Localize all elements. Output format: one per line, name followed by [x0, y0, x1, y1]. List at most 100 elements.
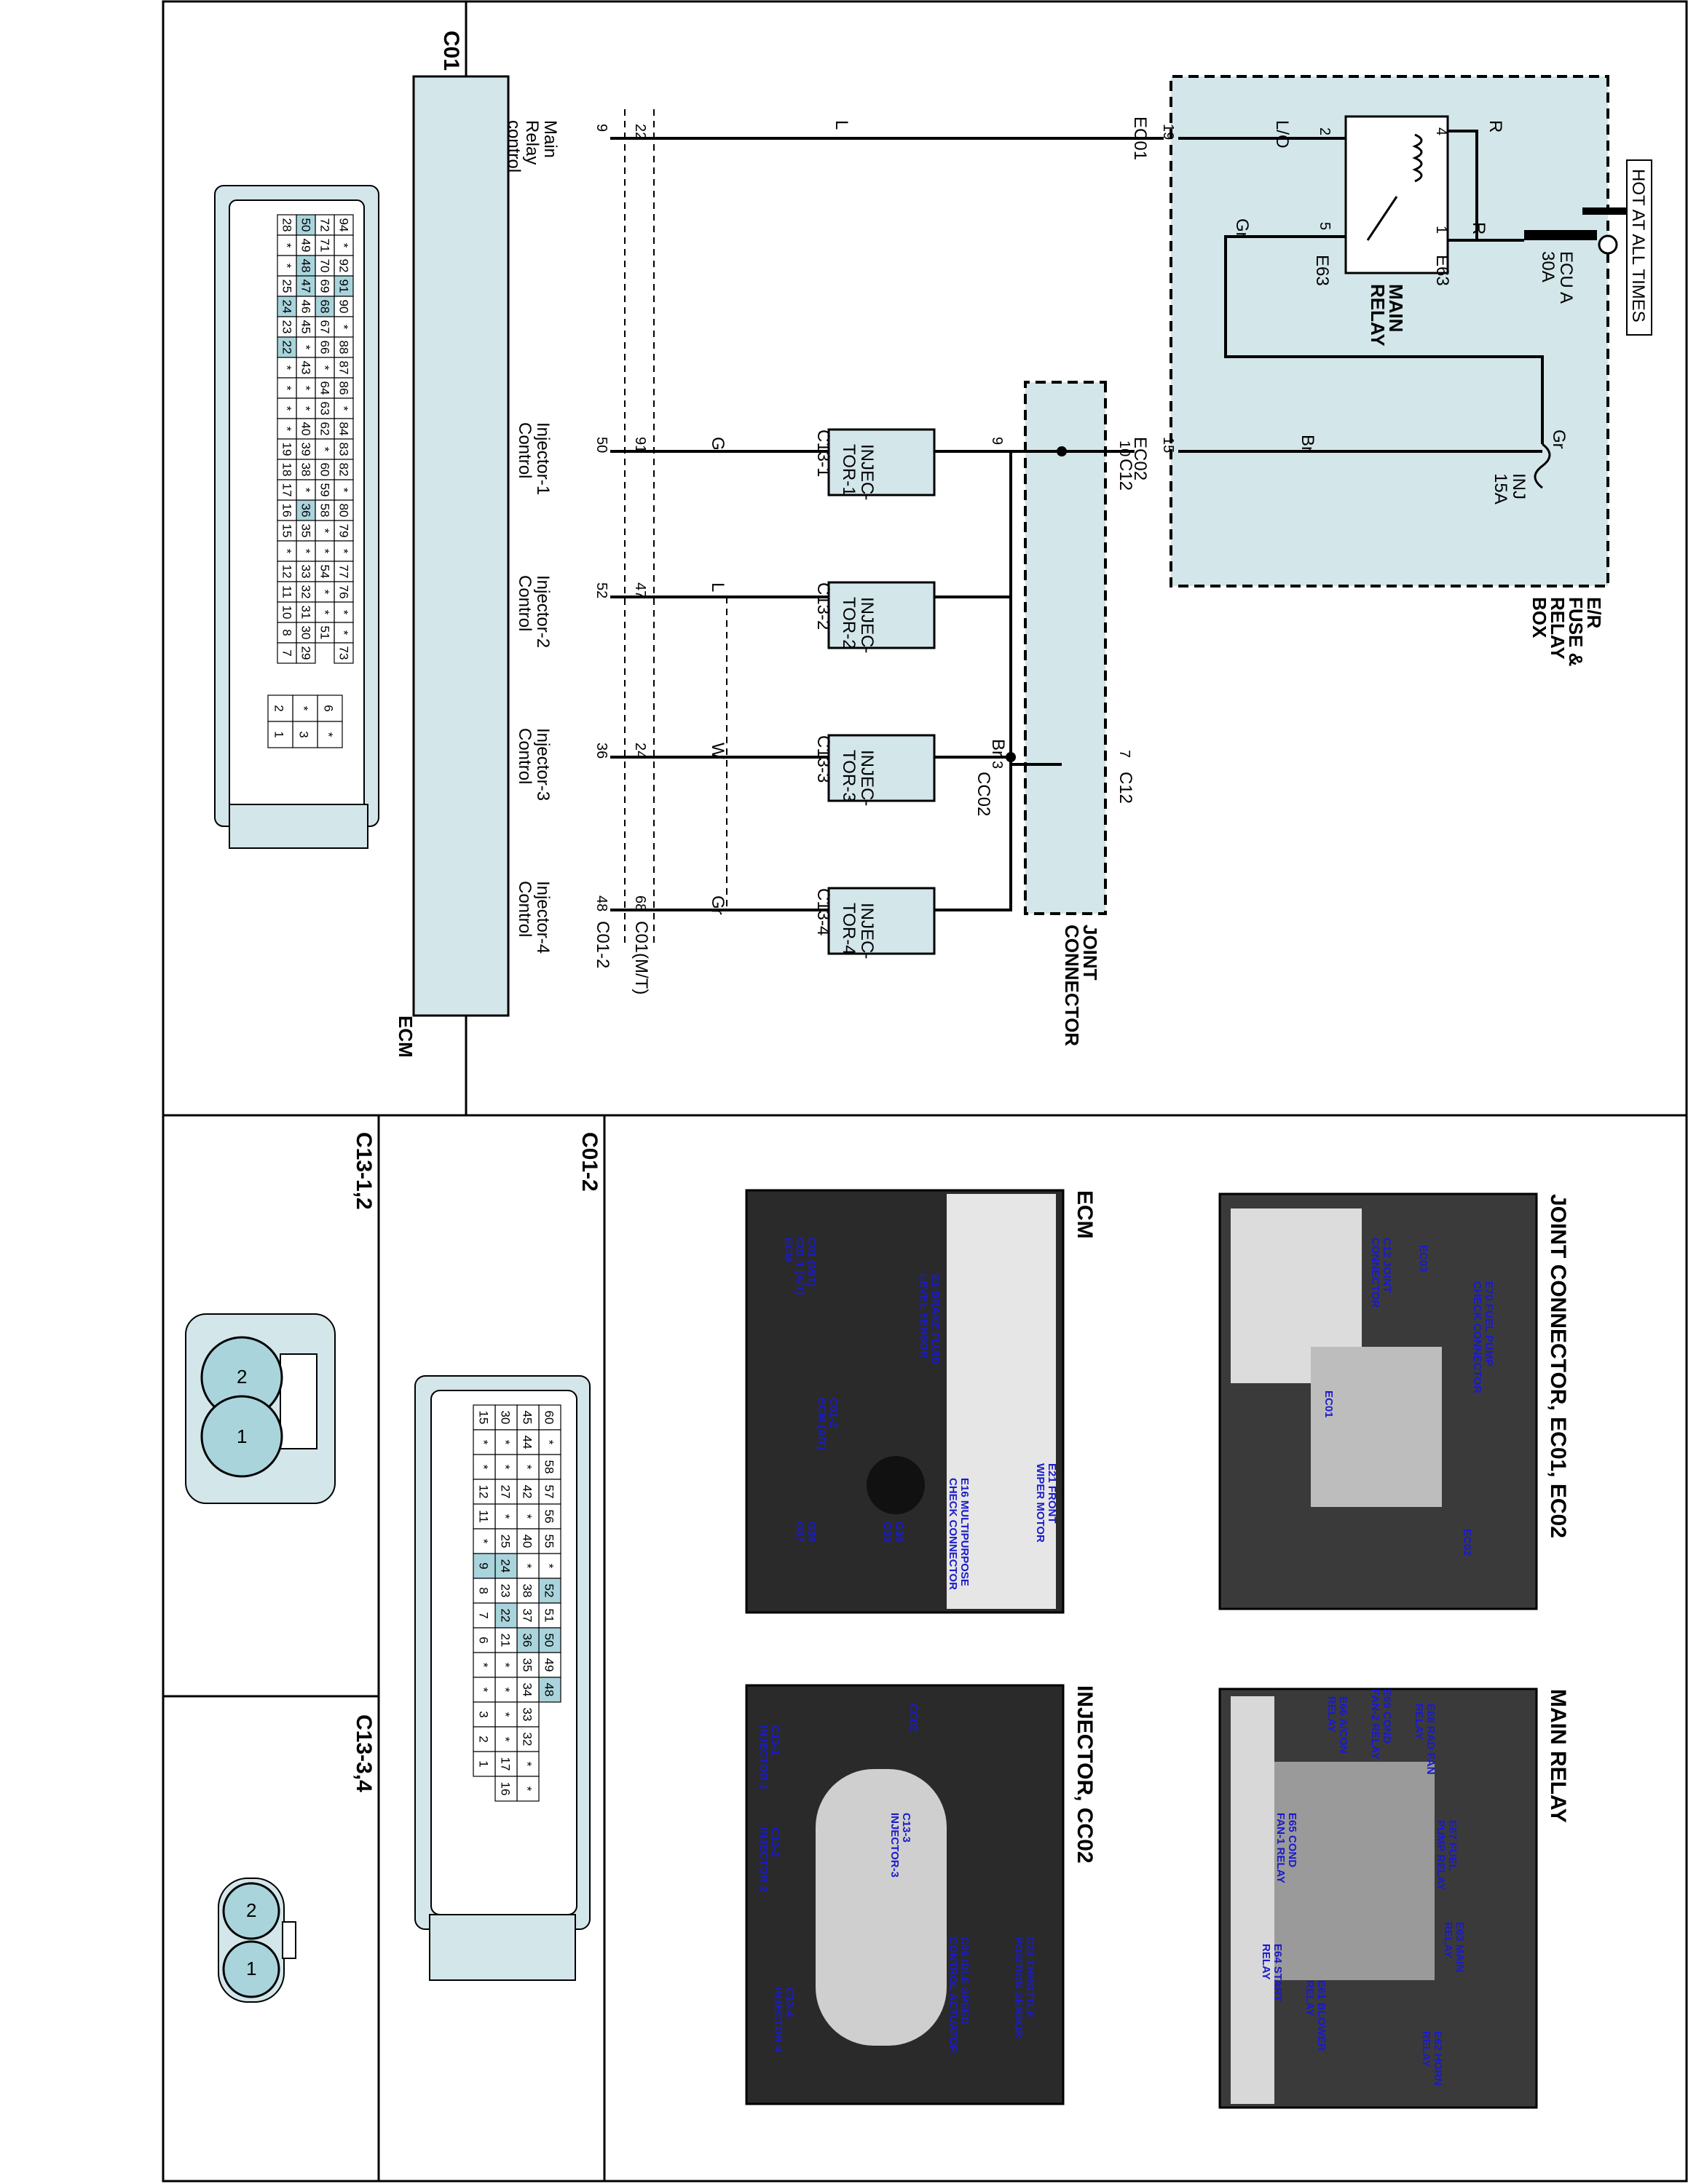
c01-pin-label: 47 [299, 280, 312, 293]
c01-pin-label: * [336, 243, 350, 248]
c012-pin-label: 56 [542, 1510, 556, 1524]
photo-inj-lbl-8: INJECTOR-1 [757, 1725, 770, 1790]
inj-fuse-rating: 15A [1491, 473, 1510, 505]
c012-pin-label: * [476, 1440, 490, 1445]
photo-inj-lbl-11: C13-4 [784, 1987, 796, 2018]
c01-pin-label: 12 [280, 565, 293, 579]
c012-pin-label: 7 [476, 1612, 490, 1618]
c01-small-pin-label: 1 [272, 731, 286, 737]
c012-pin-label: 32 [520, 1733, 534, 1746]
photo-inj-lbl-0: C23 THROTTLE [1024, 1936, 1036, 2018]
c01-pin-label: * [299, 345, 312, 350]
photo-relay-lbl-7: PUMP RELAY [1435, 1820, 1447, 1891]
photo-inj-lbl-4: CC02 [907, 1704, 920, 1731]
photo-relay-lbl-14: E61 BLOWER [1315, 1980, 1328, 2052]
c012-pin-label: 9 [476, 1562, 490, 1569]
c01-pin-label: 15 [280, 524, 293, 538]
photo-relay-lbl-5: RELAY [1325, 1696, 1338, 1732]
wire-g: G [708, 437, 727, 451]
photo-ecm-lbl-7: C01-1 (A/T) [794, 1238, 806, 1295]
c01-pin-label: * [299, 406, 312, 411]
c01-pin-cell [277, 642, 297, 664]
photo-joint-title-group: JOINT CONNECTOR, EC01, EC02 [1546, 1194, 1570, 1538]
photo-joint-lbl-4: CONNECTOR [1369, 1238, 1381, 1308]
inj4-conn: C13-4 [813, 888, 833, 935]
ecm-fn-inj3-2: Control [515, 728, 535, 784]
wire-lo: L/O [1272, 120, 1292, 149]
photo-inj-lbl-2: C09 IDLE SPEED [958, 1936, 971, 2025]
injector-4: INJEC- TOR-4 C13-4 Gr [610, 764, 1012, 959]
c012-pin-label: 49 [542, 1658, 556, 1672]
c012-pin-label: * [520, 1787, 534, 1792]
photo-main-relay: MAIN RELAY E68 RAD FAN RELAY E69 COND FA… [1218, 1688, 1570, 2109]
c01-pin-label: 29 [299, 646, 312, 660]
c1312-latch [280, 1353, 318, 1449]
ecm-conn-c012: C01-2 [593, 921, 612, 968]
c01-pin-label: 16 [280, 504, 293, 518]
c01-pin-label: 91 [336, 280, 350, 293]
c01-pin-label: 73 [336, 646, 350, 660]
photo-joint-labels: E70 FUEL PUMP CHECK CONNECTOR EC03 C12 J… [1322, 1238, 1495, 1556]
main-relay-label-2: RELAY [1367, 284, 1389, 347]
c012-pin-label: * [542, 1440, 556, 1445]
c01-pin-label: 60 [318, 463, 331, 477]
c01-small-pin-label: 2 [272, 705, 286, 711]
ecm-fn-main-3: control [504, 120, 524, 173]
photo-relay-lbl-8: E65 COND [1286, 1813, 1298, 1867]
c1334-pin-1-circle [222, 1940, 280, 1998]
c012-pin-label: 34 [520, 1683, 534, 1697]
c01-pin-label: 50 [299, 218, 312, 232]
inj1-body [827, 428, 936, 496]
photo-inj-lbl-7: C13-1 [769, 1725, 781, 1755]
relay-pin-1: 1 [1433, 226, 1449, 234]
ec01-pin-19: 19 [1160, 124, 1176, 140]
photo-ecm-lbl-0: E21 FRONT [1046, 1463, 1058, 1524]
photo-relay-lbl-6: E67 FUEL [1446, 1820, 1459, 1871]
wire-br-1: Br [1298, 435, 1317, 452]
c01-pin-label: * [318, 610, 331, 615]
photo-ecm-lbl-9: C01-2 [827, 1398, 840, 1428]
photo-injector-title-group: INJECTOR, CC02 [1073, 1685, 1097, 1864]
inj2-name-2: TOR-2 [839, 597, 859, 649]
c01-pin-label: 86 [336, 381, 350, 395]
c1312-pin-1: 1 [237, 1425, 247, 1447]
injector-3: INJEC- TOR-3 C13-3 W Br 3 CC02 [610, 734, 1011, 816]
c012-pin-label: 57 [542, 1485, 556, 1499]
c01-pin-label: 17 [280, 483, 293, 497]
photo-ecm-light [947, 1194, 1056, 1609]
fuse-box-label-3: RELAY [1547, 597, 1569, 660]
inj3-conn: C13-3 [813, 735, 833, 783]
c01-pin-label: 80 [336, 504, 350, 518]
photo-relay-lbl-0: E68 RAD FAN [1424, 1704, 1437, 1775]
wire-gr-2: Gr [1549, 430, 1569, 449]
ecm-label: ECM [395, 1016, 417, 1058]
c012-pin-label: 27 [498, 1485, 512, 1499]
photo-relay-lbl-16: E62 HORN [1432, 2031, 1444, 2086]
inj-fuse-name: INJ [1509, 473, 1529, 499]
photo-ecm-lbl-2: E1 BRAKE FLUID [929, 1274, 942, 1364]
wire-l-main: L [832, 120, 851, 130]
photo-relay-labels: E68 RAD FAN RELAY E69 COND FAN-2 RELAY E… [1260, 1689, 1466, 2086]
c1312-pin-2: 2 [237, 1366, 247, 1388]
photo-relay-lbl-4: E66 A/CON [1337, 1696, 1349, 1754]
c012-pin-label: 11 [476, 1510, 490, 1523]
photo-joint-lbl-6: EC02 [1461, 1529, 1473, 1556]
c01-pin-label: 18 [280, 463, 293, 477]
cc02-pin-3: 3 [989, 761, 1005, 769]
photo-ecm-lbl-6: C01 (M/T) [805, 1238, 818, 1287]
ecm-conn-c01mt: C01(M/T) [631, 921, 651, 994]
page-frame [162, 0, 1688, 2183]
c012-pin-label: 15 [476, 1411, 490, 1425]
c01-pin-label: * [280, 243, 293, 248]
photo-joint-connector: JOINT CONNECTOR, EC01, EC02 E70 FUEL PUM… [1218, 1192, 1570, 1610]
c01-small-pin-label: 6 [322, 705, 336, 711]
photo-relay-lbl-3: FAN-2 RELAY [1369, 1689, 1381, 1760]
photo-joint-title: JOINT CONNECTOR, EC01, EC02 [1546, 1194, 1570, 1538]
joint-connector-box [1024, 381, 1107, 915]
c01-pin-label: 63 [318, 402, 331, 416]
c012-pin-label: 38 [520, 1584, 534, 1598]
c1334-connector: 2 1 [218, 1878, 296, 2003]
ecu-fuse-rating: 30A [1538, 251, 1558, 282]
c12-pin-10: 10 [1116, 440, 1132, 456]
c01-pin-label: 25 [280, 280, 293, 293]
